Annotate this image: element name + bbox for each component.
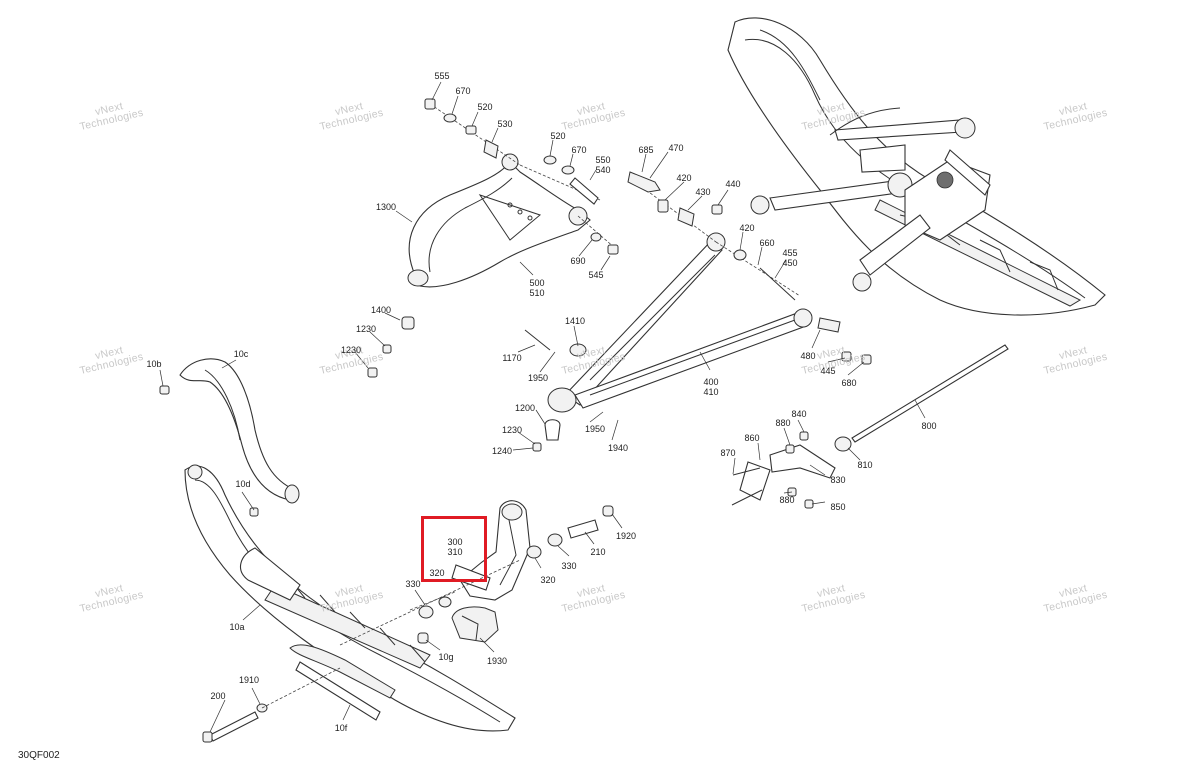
part-label-690[interactable]: 690	[570, 256, 586, 266]
part-label-1400[interactable]: 1400	[370, 305, 392, 315]
part-label-300-310[interactable]: 300 310	[447, 537, 463, 557]
steering-arm	[159, 358, 300, 517]
right-ski-assembly	[727, 17, 1106, 316]
part-label-1410[interactable]: 1410	[564, 316, 586, 326]
part-label-1170[interactable]: 1170	[502, 353, 522, 363]
highlight-box	[421, 516, 487, 582]
part-label-1230[interactable]: 1230	[501, 425, 523, 435]
part-label-880[interactable]: 880	[779, 495, 795, 505]
left-ski-assembly	[184, 464, 516, 732]
part-label-830[interactable]: 830	[830, 475, 846, 485]
sway-bar-hardware	[731, 344, 1009, 509]
part-label-480[interactable]: 480	[800, 351, 816, 361]
part-label-660[interactable]: 660	[759, 238, 775, 248]
part-label-1910[interactable]: 1910	[238, 675, 260, 685]
part-label-530[interactable]: 530	[497, 119, 513, 129]
part-label-330[interactable]: 330	[561, 561, 577, 571]
part-label-1950[interactable]: 1950	[584, 424, 606, 434]
figure-code: 30QF002	[18, 750, 60, 761]
lower-a-arm	[524, 177, 841, 452]
part-label-10f[interactable]: 10f	[334, 723, 348, 733]
part-label-1930[interactable]: 1930	[486, 656, 508, 666]
ski-bolt	[202, 667, 341, 743]
part-label-445[interactable]: 445	[820, 366, 836, 376]
upper-a-arm	[407, 153, 591, 288]
part-label-470[interactable]: 470	[668, 143, 684, 153]
part-label-330[interactable]: 330	[405, 579, 421, 589]
part-label-430[interactable]: 430	[695, 187, 711, 197]
part-label-320[interactable]: 320	[540, 575, 556, 585]
part-label-685[interactable]: 685	[638, 145, 654, 155]
part-label-550-540[interactable]: 550 540	[595, 155, 611, 175]
part-label-680[interactable]: 680	[841, 378, 857, 388]
part-label-840[interactable]: 840	[791, 409, 807, 419]
part-label-1950[interactable]: 1950	[527, 373, 549, 383]
part-label-520[interactable]: 520	[550, 131, 566, 141]
part-label-10g[interactable]: 10g	[438, 652, 454, 662]
part-label-800[interactable]: 800	[921, 421, 937, 431]
part-label-1230[interactable]: 1230	[340, 345, 362, 355]
part-label-10c[interactable]: 10c	[233, 349, 249, 359]
part-label-440[interactable]: 440	[725, 179, 741, 189]
arm-hardware	[627, 171, 872, 365]
part-label-870[interactable]: 870	[720, 448, 736, 458]
part-label-810[interactable]: 810	[857, 460, 873, 470]
part-label-1230[interactable]: 1230	[355, 324, 377, 334]
part-label-420[interactable]: 420	[676, 173, 692, 183]
part-label-1300[interactable]: 1300	[375, 202, 397, 212]
part-label-545[interactable]: 545	[588, 270, 604, 280]
part-label-200[interactable]: 200	[210, 691, 226, 701]
part-label-500-510[interactable]: 500 510	[529, 278, 545, 298]
part-label-1200[interactable]: 1200	[514, 403, 536, 413]
part-label-10d[interactable]: 10d	[235, 479, 251, 489]
part-label-860[interactable]: 860	[744, 433, 760, 443]
part-label-555[interactable]: 555	[434, 71, 450, 81]
part-label-455-450[interactable]: 455 450	[782, 248, 798, 268]
part-label-10a[interactable]: 10a	[229, 622, 245, 632]
part-label-210[interactable]: 210	[590, 547, 606, 557]
part-label-880[interactable]: 880	[775, 418, 791, 428]
part-label-320[interactable]: 320	[429, 568, 445, 578]
part-label-850[interactable]: 850	[830, 502, 846, 512]
part-label-520[interactable]: 520	[477, 102, 493, 112]
part-label-670[interactable]: 670	[455, 86, 471, 96]
part-label-400-410[interactable]: 400 410	[703, 377, 719, 397]
callout-leaders	[159, 81, 926, 733]
upper-hardware	[367, 98, 619, 378]
part-label-420[interactable]: 420	[739, 223, 755, 233]
part-label-1940[interactable]: 1940	[607, 443, 629, 453]
spindle-bracket	[339, 500, 614, 646]
part-label-670[interactable]: 670	[571, 145, 587, 155]
part-label-1920[interactable]: 1920	[615, 531, 637, 541]
part-label-1240[interactable]: 1240	[491, 446, 513, 456]
part-label-10b[interactable]: 10b	[146, 359, 162, 369]
